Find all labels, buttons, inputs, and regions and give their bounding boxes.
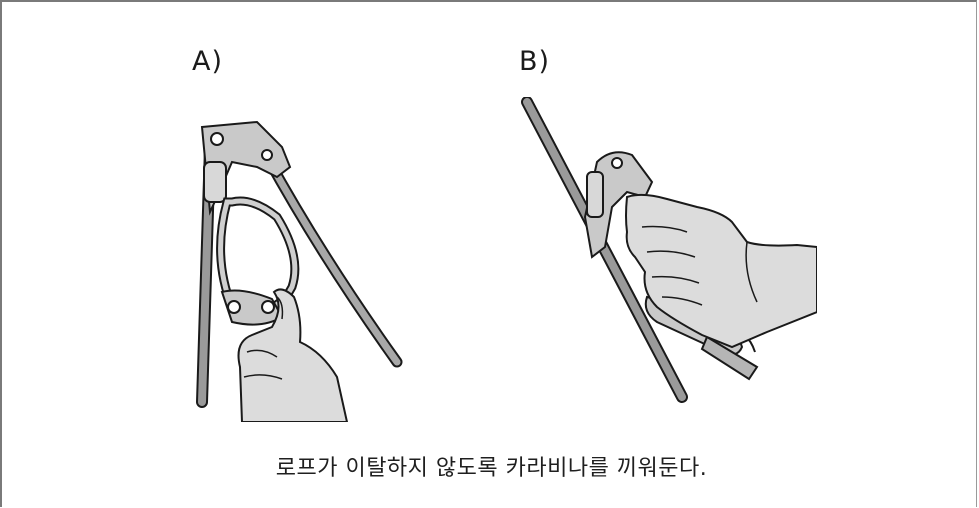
figure-caption: 로프가 이탈하지 않도록 카라비나를 끼워둔다. — [2, 450, 979, 482]
ascender-hand-illustration-a — [172, 107, 432, 422]
ascender-hand-illustration-b — [517, 97, 817, 417]
panel-b-label: B) — [519, 46, 550, 77]
panel-a-label: A) — [192, 46, 223, 77]
